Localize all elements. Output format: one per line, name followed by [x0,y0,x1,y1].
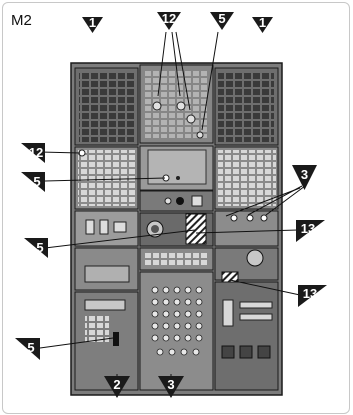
callout-5-top-label: 5 [218,11,225,26]
callout-12-left-label: 12 [29,145,43,160]
callout-13-right: 13 [296,220,325,242]
left-keyboard-panel [74,67,139,146]
callout-3-bottom-label: 3 [167,377,174,392]
callout-12-top-label: 12 [162,11,176,26]
callout-13-right-label: 13 [301,221,315,236]
right-dial-panel [214,210,279,247]
callout-5-lower-label: 5 [36,240,43,255]
diagram-title: M2 [11,12,32,29]
right-lower-panel [214,247,279,391]
callout-3-bottom: 3 [158,376,184,398]
callout-5-bottom-label: 5 [27,340,34,355]
callout-5-mid: 5 [21,172,45,192]
callout-5-top: 5 [210,11,234,30]
callout-1-left-label: 1 [89,15,96,30]
center-top-panel [139,64,214,144]
callout-3-right: 3 [292,165,317,190]
right-mcdu-panel [214,146,279,210]
callout-12-left: 12 [21,143,45,163]
callout-5-mid-label: 5 [33,174,40,189]
callout-5-bottom: 5 [15,338,40,360]
center-knob-panel [139,212,214,247]
callout-5-lower: 5 [24,238,48,258]
callout-13-lower-label: 13 [303,286,317,301]
callout-2-bottom-label: 2 [113,377,120,392]
callout-1-right-label: 1 [259,15,266,30]
left-radio-panel [74,247,139,391]
left-mcdu-panel [74,146,139,210]
right-keyboard-panel [214,67,279,146]
callout-2-bottom: 2 [104,376,130,398]
callout-3-right-label: 3 [301,167,308,182]
callout-12-top: 12 [157,11,181,30]
leader-lines [39,31,306,390]
callout-13-lower: 13 [298,285,327,307]
callout-1-right: 1 [252,15,273,33]
center-lower-keypad [139,247,214,391]
callout-1-left: 1 [82,15,103,33]
